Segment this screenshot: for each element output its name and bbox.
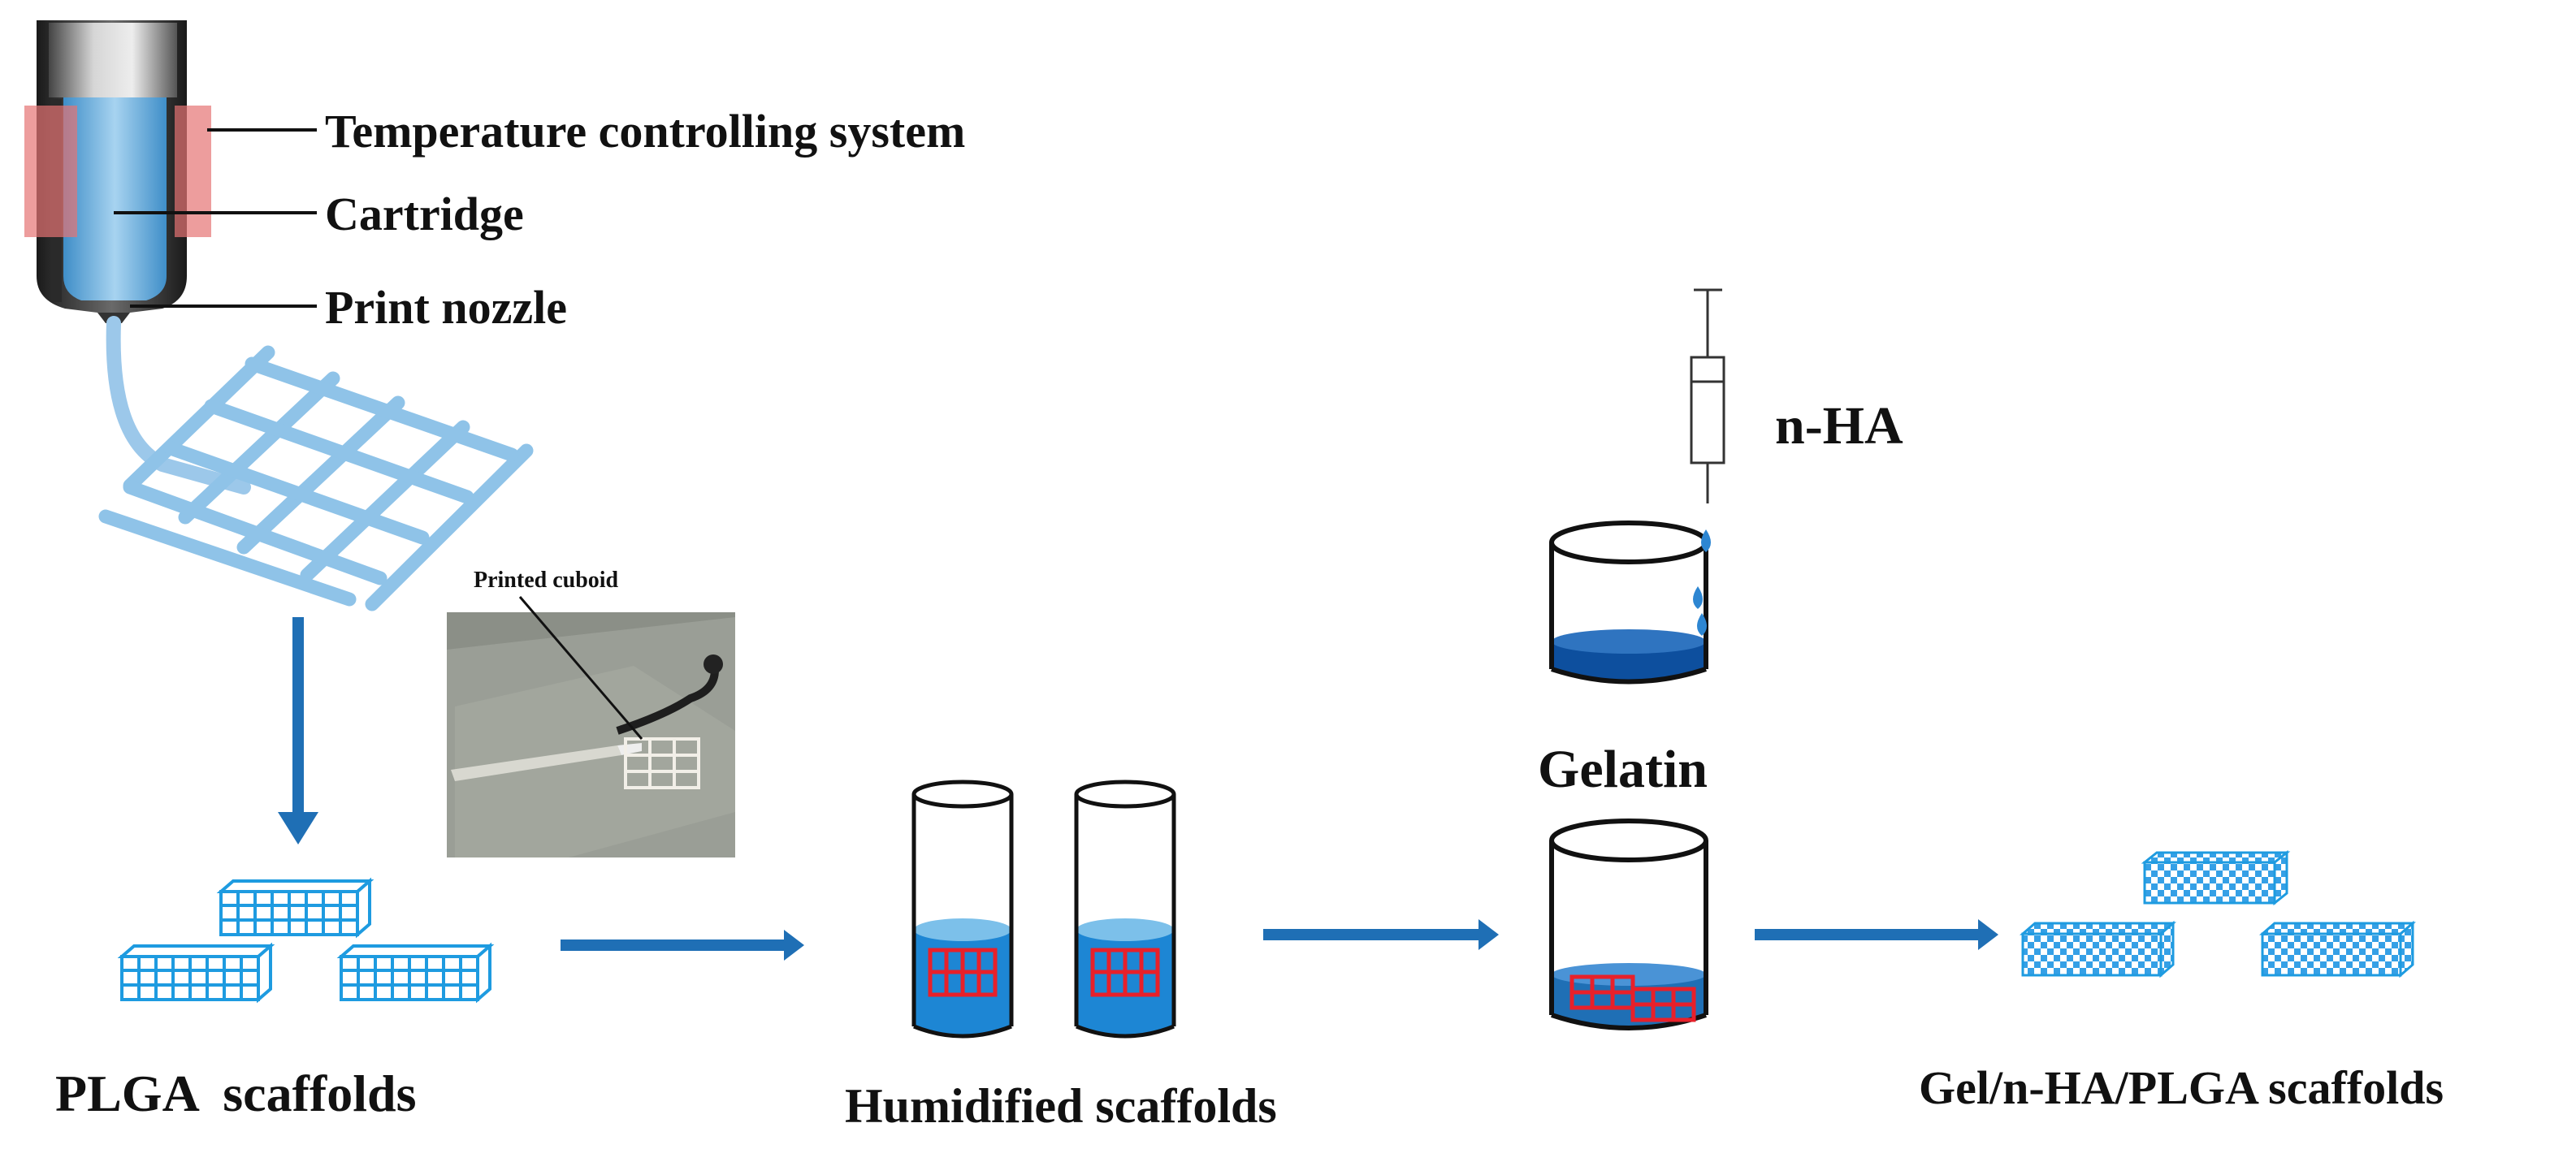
- heater-band-right: [175, 106, 211, 237]
- arrow-down: [278, 617, 318, 844]
- label-printed-cuboid: Printed cuboid: [474, 568, 619, 593]
- label-print-nozzle: Print nozzle: [325, 281, 567, 334]
- syringe-icon: [1690, 288, 1725, 503]
- label-n-ha: n-HA: [1775, 396, 1903, 456]
- final-cuboid-top: [2141, 849, 2291, 906]
- plga-cuboid-left: [117, 942, 275, 1004]
- final-cuboid-right: [2258, 920, 2417, 978]
- label-temperature-system: Temperature controlling system: [325, 105, 966, 158]
- arrow-to-gelatin: [1263, 919, 1499, 950]
- label-cartridge: Cartridge: [325, 188, 524, 240]
- heater-band-left: [24, 106, 77, 237]
- plga-cuboid-right: [336, 942, 495, 1004]
- droplet-icons: [1693, 529, 1711, 636]
- humidified-tube-2: [1074, 780, 1176, 1039]
- printer-cartridge: [37, 20, 187, 323]
- humidified-tube-1: [911, 780, 1014, 1039]
- gelatin-beaker-upper: [1549, 521, 1708, 685]
- arrow-to-humidified: [561, 930, 804, 961]
- arrow-to-final: [1755, 919, 1998, 950]
- gelatin-beaker-lower: [1549, 819, 1708, 1030]
- printed-cuboid-photo: [447, 596, 735, 857]
- label-gelatin: Gelatin: [1538, 740, 1708, 799]
- final-cuboid-left: [2019, 920, 2177, 978]
- plga-cuboid-top: [216, 877, 374, 939]
- label-humidified-scaffolds: Humidified scaffolds: [845, 1079, 1277, 1133]
- label-final-scaffolds: Gel/n-HA/PLGA scaffolds: [1919, 1061, 2444, 1114]
- label-plga-scaffolds: PLGA scaffolds: [55, 1065, 417, 1122]
- printed-mesh: [98, 345, 534, 611]
